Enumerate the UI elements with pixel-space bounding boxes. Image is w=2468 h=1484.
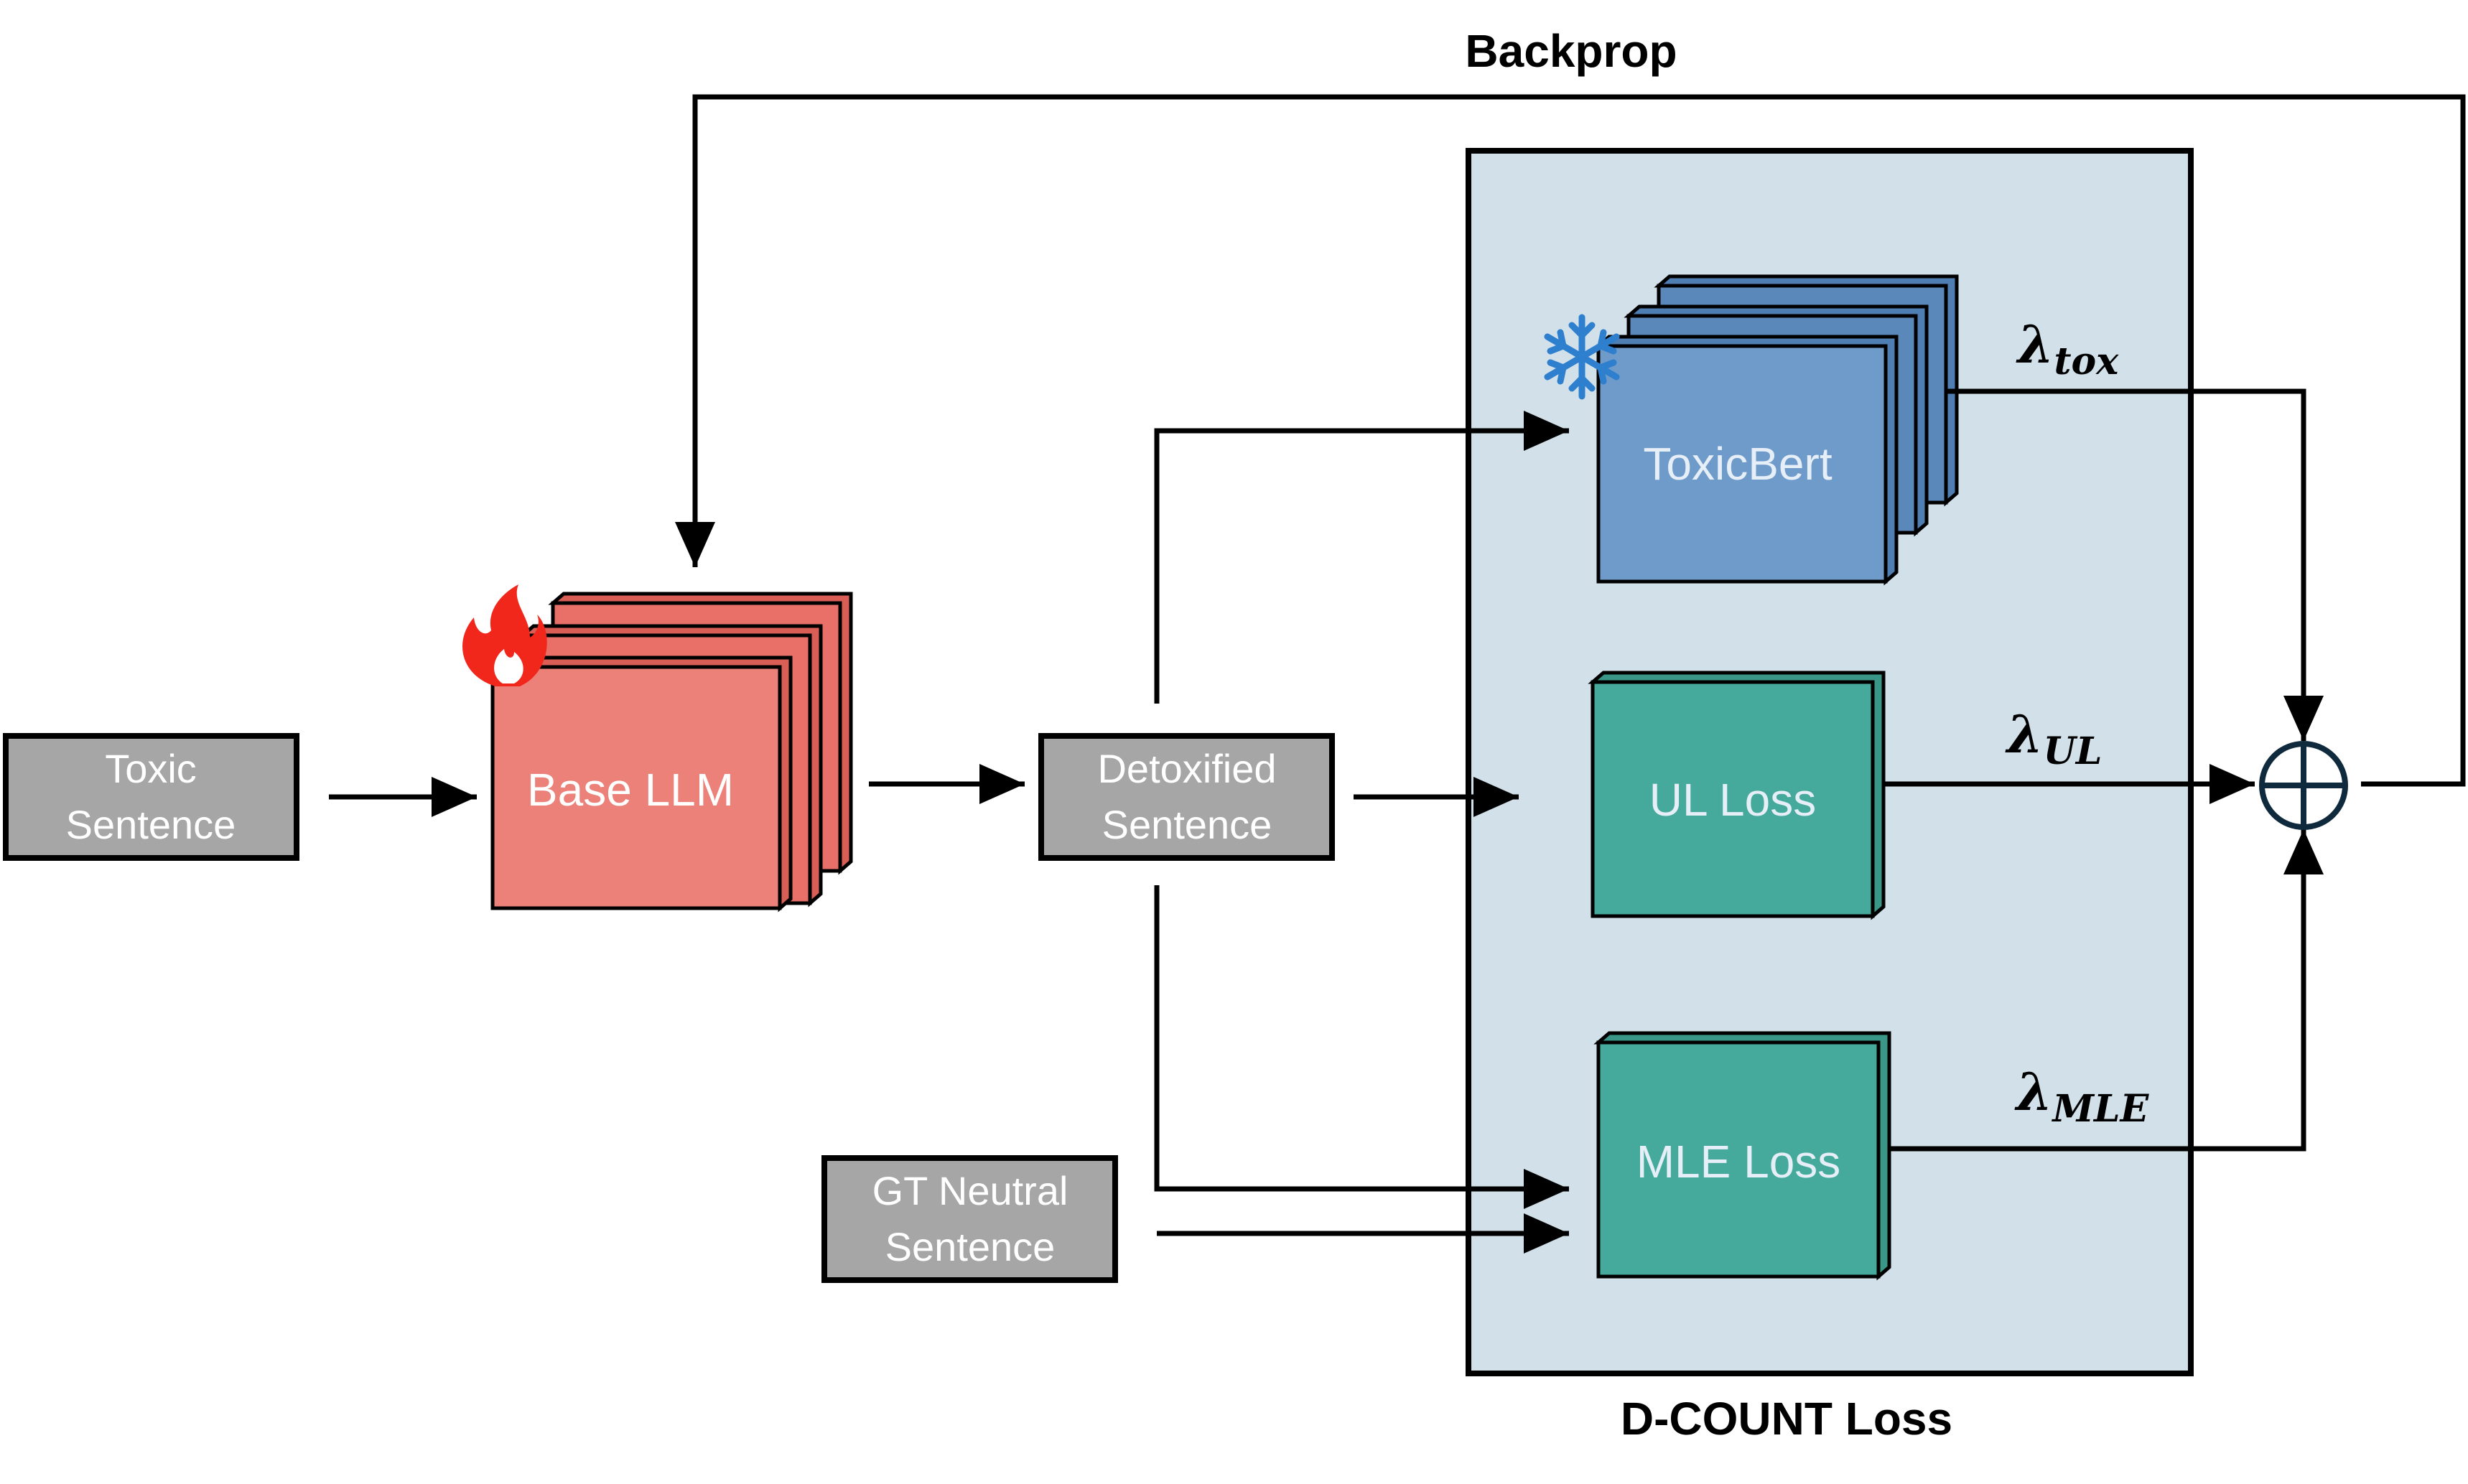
mle-loss-label: MLE Loss	[1636, 1136, 1841, 1187]
detoxified-sentence-line1: Detoxified	[1097, 746, 1276, 791]
base-llm-label: Base LLM	[527, 764, 734, 816]
toxicbert-label: ToxicBert	[1643, 438, 1832, 490]
base-llm-block: Base LLM	[488, 592, 853, 913]
toxicbert-block: ToxicBert	[1593, 274, 1959, 586]
fire-icon	[462, 584, 547, 686]
gt-neutral-line1: GT Neutral	[872, 1168, 1068, 1213]
lambda-mle-label: λMLE	[2014, 1061, 2150, 1131]
backprop-path	[675, 94, 2466, 787]
path-toxicbert-to-sum	[1946, 388, 2324, 741]
gt-neutral-line2: Sentence	[885, 1224, 1056, 1269]
lambda-ul-label: λUL	[2005, 704, 2102, 773]
arrow-detoxified-to-toxicbert	[1154, 411, 1569, 704]
toxic-sentence-line2: Sentence	[66, 802, 236, 847]
gt-neutral-sentence-box: GT Neutral Sentence	[821, 1155, 1118, 1283]
mle-loss-block: MLE Loss	[1593, 1031, 1891, 1281]
path-mle-to-sum	[1889, 829, 2324, 1152]
ul-loss-label: UL Loss	[1649, 774, 1816, 826]
ul-loss-block: UL Loss	[1588, 671, 1886, 920]
detoxified-sentence-box: Detoxified Sentence	[1038, 733, 1335, 861]
toxic-sentence-box: Toxic Sentence	[3, 733, 299, 861]
arrow-detoxified-to-mle-loss	[1154, 885, 1569, 1209]
circled-plus-icon	[2259, 741, 2348, 830]
lambda-tox-label: λtox	[2016, 314, 2119, 383]
dcount-loss-label: D-COUNT Loss	[1621, 1393, 1952, 1445]
snowflake-icon	[1544, 314, 1620, 400]
detoxified-sentence-line2: Sentence	[1102, 802, 1272, 847]
toxic-sentence-line1: Toxic	[105, 746, 197, 791]
backprop-label: Backprop	[1465, 25, 1677, 77]
